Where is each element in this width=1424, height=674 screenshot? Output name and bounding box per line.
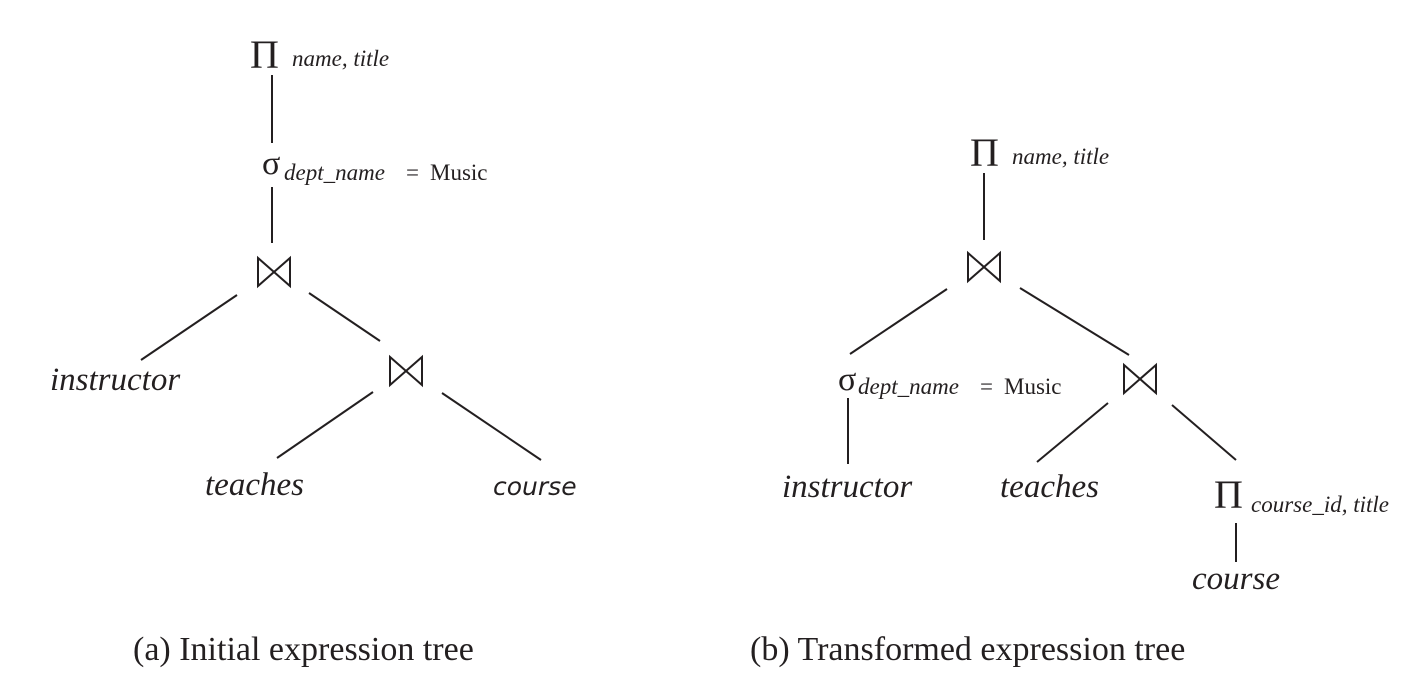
a-join-top	[257, 255, 291, 289]
selection-icon: σ	[262, 145, 280, 182]
join-icon	[967, 250, 1001, 284]
projection-icon: Π	[1214, 472, 1243, 517]
selection-value: Music	[1004, 374, 1062, 399]
a-leaf-instructor: instructor	[50, 362, 180, 398]
join-icon	[1123, 362, 1157, 396]
edge-b-join-selection	[849, 288, 948, 355]
tree-a: Π name, title σ dept_name = Music instru…	[50, 32, 577, 668]
projection-attributes: course_id, title	[1251, 492, 1389, 517]
b-join-inner	[1123, 362, 1157, 396]
selection-attribute: dept_name	[284, 160, 385, 185]
selection-attribute: dept_name	[858, 374, 959, 399]
b-leaf-teaches: teaches	[1000, 469, 1099, 505]
edge-b-inner-join-teaches	[1036, 402, 1109, 463]
selection-operator: =	[980, 374, 993, 399]
a-selection-node: σ dept_name = Music	[262, 145, 488, 185]
b-projection-node: Π name, title	[970, 130, 1109, 175]
projection-attributes: name, title	[292, 46, 389, 71]
join-icon	[389, 354, 423, 388]
projection-attributes: name, title	[1012, 144, 1109, 169]
edge-a-join-instructor	[140, 294, 238, 361]
b-leaf-instructor: instructor	[782, 469, 912, 505]
selection-operator: =	[406, 160, 419, 185]
b-join-top	[967, 250, 1001, 284]
selection-icon: σ	[838, 361, 856, 398]
a-leaf-course: course	[493, 472, 577, 501]
projection-icon: Π	[250, 32, 279, 77]
b-leaf-course: course	[1192, 561, 1280, 597]
a-projection-node: Π name, title	[250, 32, 389, 77]
edge-a-inner-join-course	[441, 392, 542, 461]
edge-a-join-inner-join	[308, 292, 381, 342]
a-join-inner	[389, 354, 423, 388]
a-leaf-teaches: teaches	[205, 467, 304, 503]
edge-b-inner-join-projection	[1171, 404, 1237, 461]
tree-b: Π name, title σ dept_name = Music Π cour…	[750, 130, 1389, 668]
b-course-projection-node: Π course_id, title	[1214, 472, 1389, 517]
selection-value: Music	[430, 160, 488, 185]
a-caption: (a) Initial expression tree	[133, 631, 474, 668]
edge-b-join-inner-join	[1019, 287, 1130, 356]
join-icon	[257, 255, 291, 289]
projection-icon: Π	[970, 130, 999, 175]
b-caption: (b) Transformed expression tree	[750, 631, 1185, 668]
b-selection-node: σ dept_name = Music	[838, 361, 1062, 399]
edge-a-inner-join-teaches	[276, 391, 374, 459]
